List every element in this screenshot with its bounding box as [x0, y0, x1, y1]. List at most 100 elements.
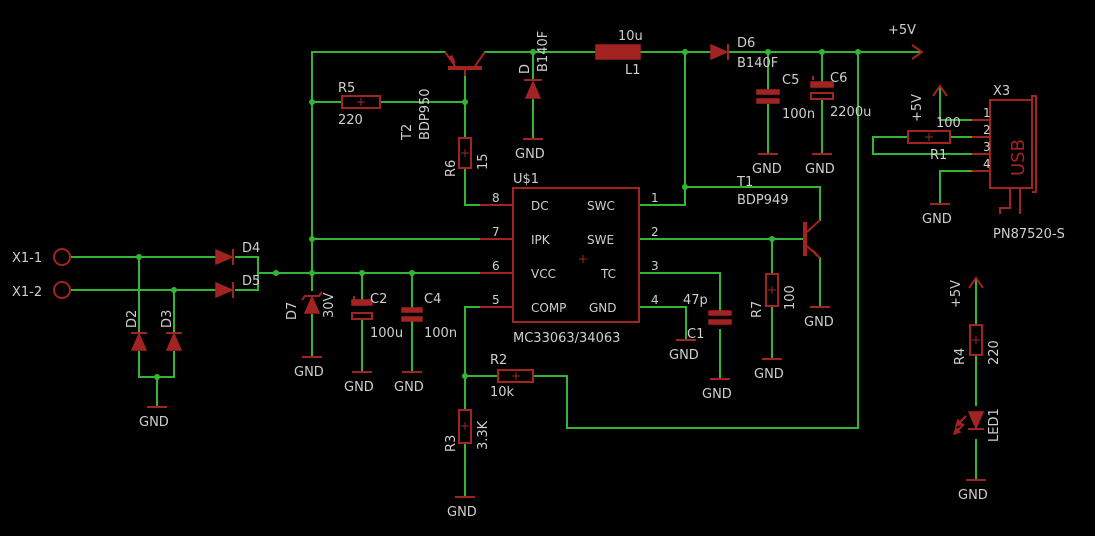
pin-num-8: 8	[492, 191, 500, 205]
resistor-r3	[458, 409, 472, 444]
c5-label: C5	[782, 73, 799, 88]
ground-symbols	[147, 138, 986, 498]
gnd-label-11: GND	[804, 315, 834, 330]
c5-value: 100n	[782, 107, 815, 122]
diode-d2	[130, 332, 148, 351]
capacitor-c5	[756, 89, 780, 104]
inductor-l1	[595, 44, 641, 60]
c6-value: 2200u	[830, 105, 871, 120]
r4-value: 220	[987, 340, 1002, 365]
x1-1-label: X1-1	[12, 251, 42, 266]
r1-label: R1	[930, 148, 947, 163]
diode-d5	[215, 281, 234, 299]
supply-arrow-led	[968, 276, 984, 289]
c1-label: C1	[687, 327, 704, 342]
r3-value: 3.3K	[476, 420, 491, 450]
r6-value: 15	[476, 153, 491, 170]
c1-value: 47p	[683, 293, 708, 308]
gnd-label-10: GND	[754, 367, 784, 382]
vout-label: +5V	[888, 23, 916, 38]
usb-text: USB	[1008, 139, 1029, 176]
c4-label: C4	[424, 292, 441, 307]
capacitor-c1	[708, 310, 732, 325]
gnd-label-4: GND	[394, 380, 424, 395]
resistor-r1	[907, 130, 951, 144]
pin-num-1: 1	[651, 191, 659, 205]
t2-label: T2	[400, 124, 415, 141]
junctions	[136, 49, 861, 380]
pin-num-7: 7	[492, 225, 500, 239]
d4-label: D4	[242, 241, 260, 256]
t1-label: T1	[736, 175, 753, 190]
pin-num-4: 4	[651, 293, 659, 307]
capacitor-c6	[810, 76, 834, 100]
r3-label: R3	[444, 435, 459, 452]
pin-gnd: GND	[589, 301, 617, 315]
vout-led-label: +5V	[949, 280, 964, 308]
c4-value: 100n	[424, 326, 457, 341]
r1-value: 100	[936, 116, 961, 131]
transistor-t2	[444, 51, 486, 76]
transistor-t1	[803, 219, 821, 259]
c2-label: C2	[370, 292, 387, 307]
gnd-label-7: GND	[805, 162, 835, 177]
diode-d7	[301, 291, 323, 314]
capacitor-c4	[401, 307, 423, 322]
gnd-label-6: GND	[752, 162, 782, 177]
d1-value: B140F	[536, 31, 551, 72]
resistor-r7	[765, 273, 779, 307]
pin-swe: SWE	[587, 233, 614, 247]
l1-value: 10u	[618, 29, 643, 44]
diode-d4	[215, 248, 234, 266]
usb-pin-2: 2	[983, 123, 991, 137]
gnd-label-8: GND	[669, 348, 699, 363]
gnd-label-2: GND	[294, 365, 324, 380]
ic-u1	[480, 187, 640, 323]
c2-value: 100u	[370, 326, 403, 341]
resistor-r5	[341, 95, 381, 109]
pin-num-6: 6	[492, 259, 500, 273]
supply-arrow-5v	[911, 44, 924, 60]
diode-d1	[524, 79, 542, 99]
pin-tc: TC	[600, 267, 616, 281]
led1-label: LED1	[987, 408, 1002, 442]
d7-label: D7	[285, 302, 300, 320]
pin-ipk: IPK	[531, 233, 551, 247]
u1-label: U$1	[513, 172, 539, 187]
pin-num-2: 2	[651, 225, 659, 239]
usb-pin-3: 3	[983, 140, 991, 154]
d6-value: B140F	[737, 56, 778, 71]
r2-value: 10k	[490, 385, 515, 400]
t1-value: BDP949	[737, 193, 789, 208]
diode-d3	[165, 332, 183, 351]
r4-label: R4	[953, 348, 968, 365]
supply-arrow-usb	[932, 84, 948, 97]
usb-connector-x3	[972, 95, 1037, 214]
gnd-label-1: GND	[139, 415, 169, 430]
pin-comp: COMP	[531, 301, 566, 315]
pin-num-3: 3	[651, 259, 659, 273]
connector-x1	[53, 248, 71, 299]
pin-dc: DC	[531, 199, 549, 213]
x1-2-label: X1-2	[12, 285, 42, 300]
pin-num-5: 5	[492, 293, 500, 307]
r7-value: 100	[783, 285, 798, 310]
wires	[71, 51, 991, 496]
pin-vcc: VCC	[531, 267, 556, 281]
resistor-r6	[458, 137, 472, 169]
d2-label: D2	[125, 310, 140, 328]
r2-label: R2	[490, 353, 507, 368]
gnd-label-13: GND	[922, 212, 952, 227]
gnd-label-14: GND	[958, 488, 988, 503]
d3-label: D3	[160, 310, 175, 328]
led-led1	[952, 411, 985, 436]
d5-label: D5	[242, 274, 260, 289]
diode-d6	[710, 43, 729, 61]
d6-label: D6	[737, 36, 755, 51]
usb-pin-1: 1	[983, 106, 991, 120]
capacitor-c2	[351, 296, 373, 320]
usb-pin-4: 4	[983, 157, 991, 171]
gnd-label-3: GND	[344, 380, 374, 395]
gnd-label-9: GND	[702, 387, 732, 402]
